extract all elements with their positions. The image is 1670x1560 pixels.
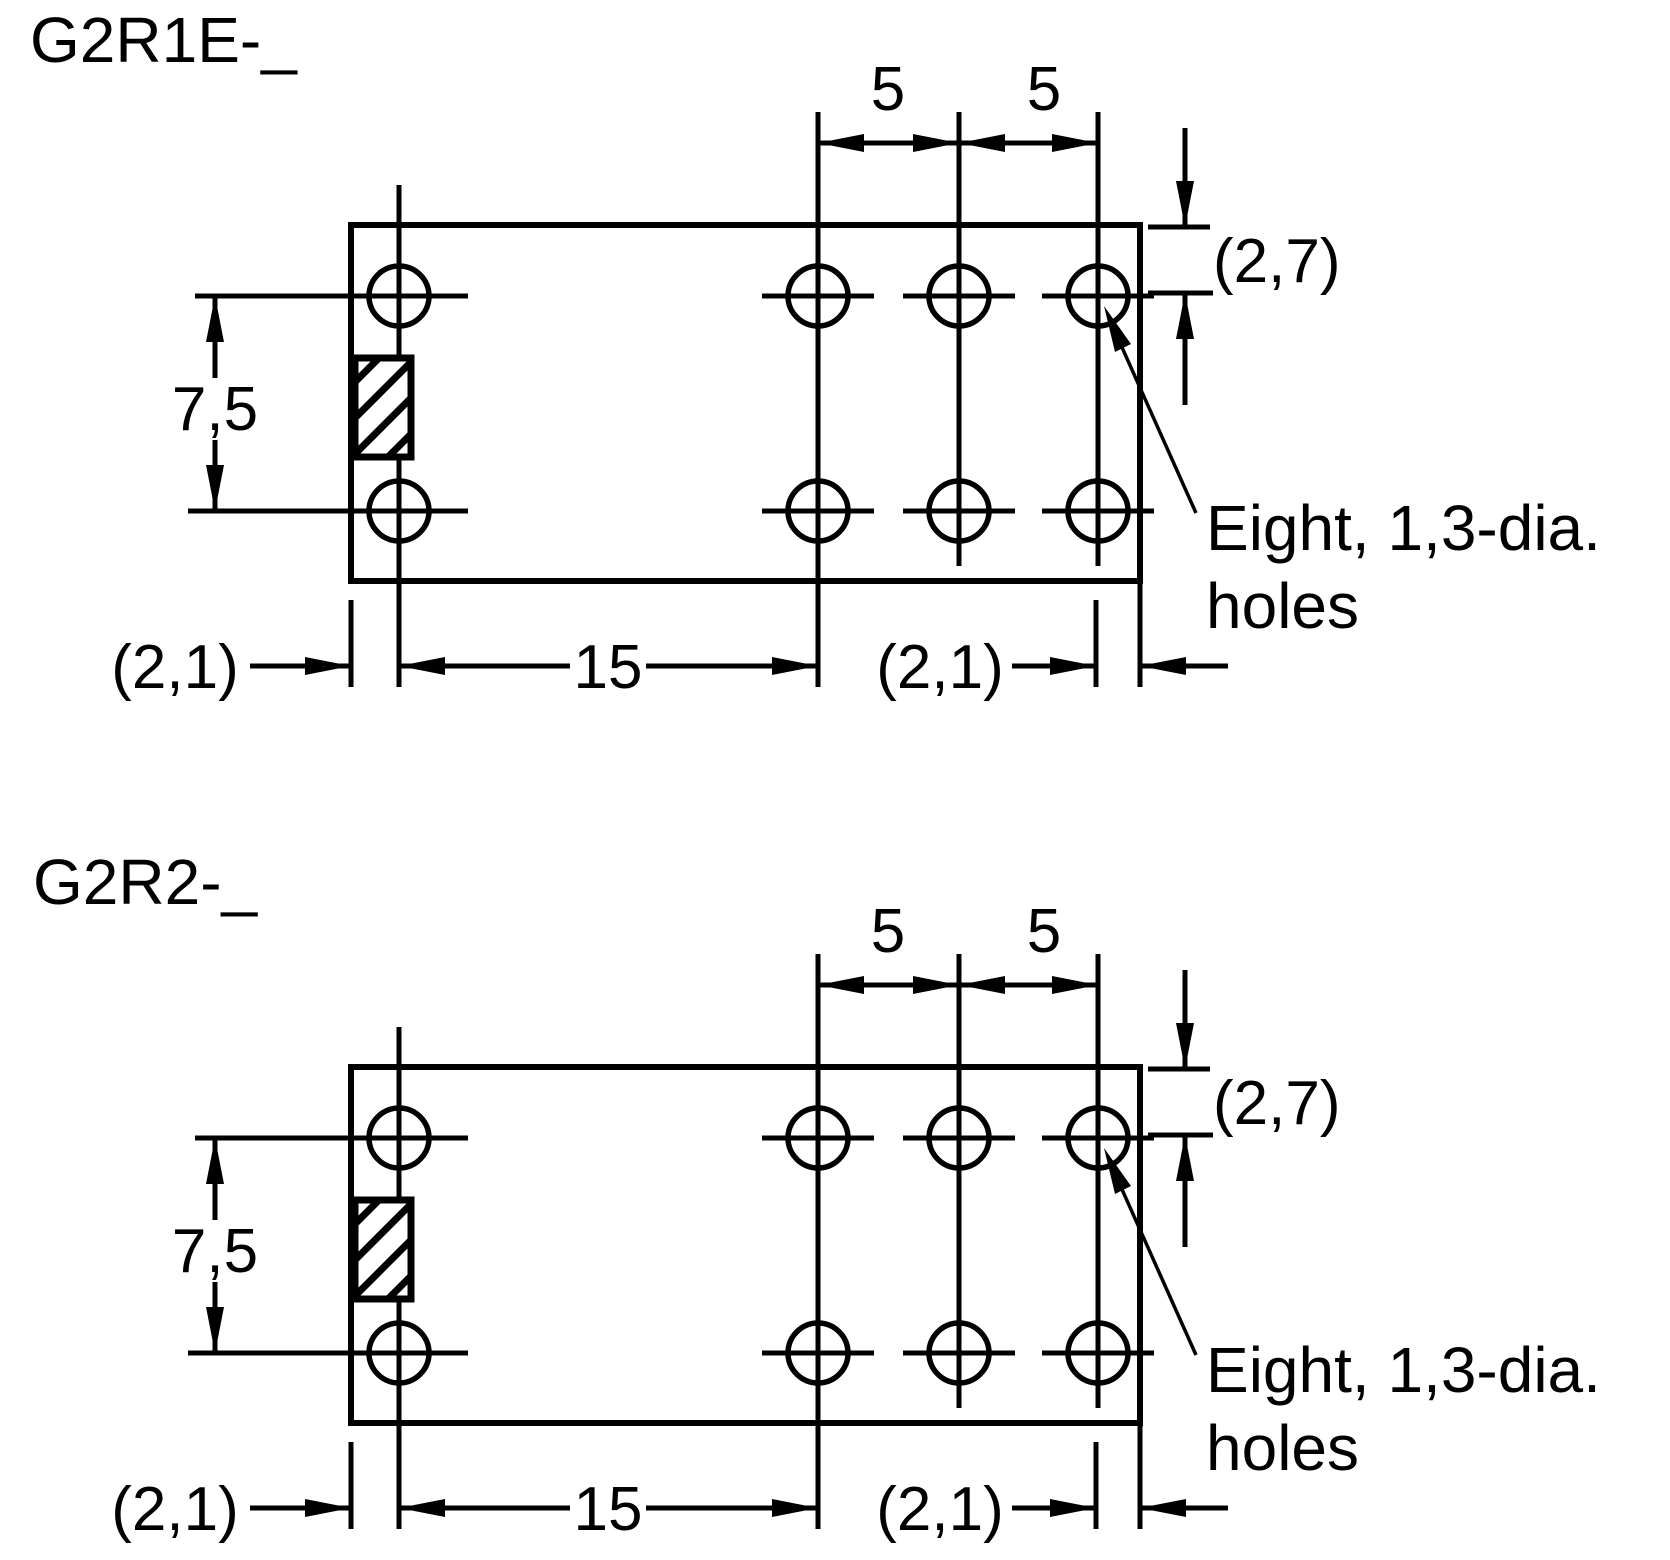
pitch-dim-label-left: 5 [871, 55, 905, 124]
holes-callout-line2: holes [1206, 1412, 1359, 1484]
diagram-g2r1e: G2R1E-_ 5 5 (2,7) 7,5 (2,1) 15 (2,1) Eig… [30, 4, 1601, 702]
vertical-pitch-dim-label: 7,5 [172, 1217, 258, 1286]
left-offset-dim-label: (2,1) [111, 633, 238, 702]
holes-callout-line2: holes [1206, 570, 1359, 642]
span-dim-label: 15 [574, 1475, 643, 1544]
pitch-dim-label-right: 5 [1027, 897, 1061, 966]
plate-drawing [188, 112, 1228, 687]
right-offset-dim-label: (2,1) [876, 1475, 1003, 1544]
top-offset-dim-label: (2,7) [1213, 227, 1340, 296]
plate-drawing [188, 954, 1228, 1529]
holes-callout-line1: Eight, 1,3-dia. [1206, 492, 1601, 564]
pitch-dim-label-left: 5 [871, 897, 905, 966]
diagram-title: G2R1E-_ [30, 4, 298, 76]
diagram-title: G2R2-_ [33, 846, 259, 918]
top-offset-dim-label: (2,7) [1213, 1069, 1340, 1138]
vertical-pitch-dim-label: 7,5 [172, 375, 258, 444]
left-offset-dim-label: (2,1) [111, 1475, 238, 1544]
diagram-g2r2: G2R2-_ 5 5 (2,7) 7,5 (2,1) 15 (2,1) Eigh… [33, 846, 1601, 1544]
holes-callout-line1: Eight, 1,3-dia. [1206, 1334, 1601, 1406]
pitch-dim-label-right: 5 [1027, 55, 1061, 124]
span-dim-label: 15 [574, 633, 643, 702]
right-offset-dim-label: (2,1) [876, 633, 1003, 702]
